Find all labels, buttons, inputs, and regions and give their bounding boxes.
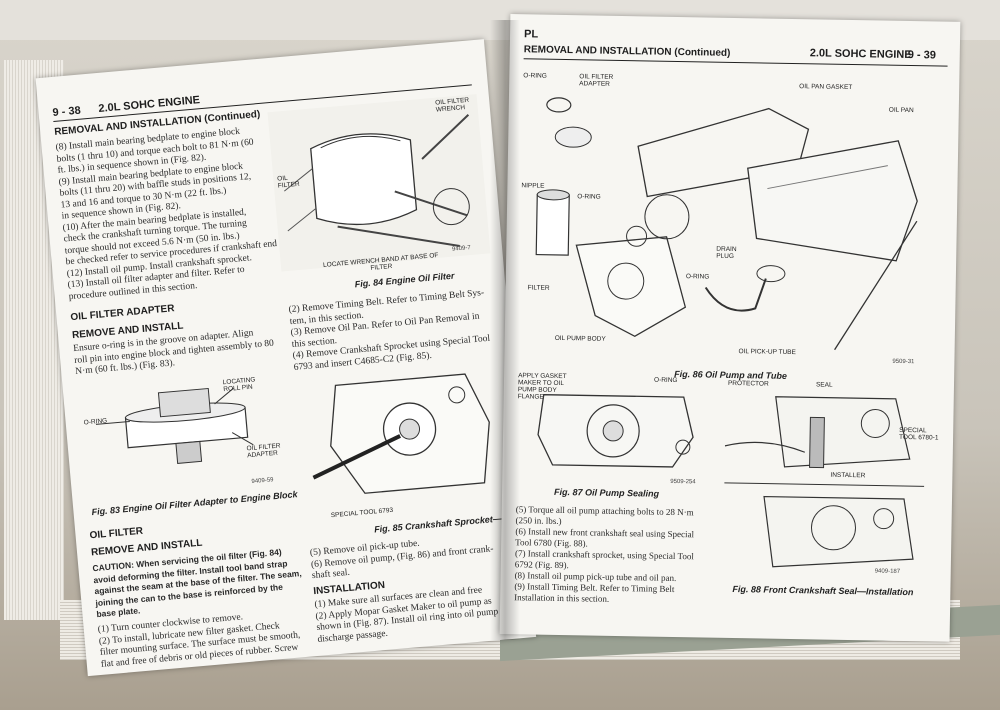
fig83-number: 9409-59 [251, 477, 274, 486]
fig88-label-seal: SEAL [815, 381, 833, 389]
fig86-label-pan: OIL PAN [888, 106, 914, 115]
left-page: 9 - 38 2.0L SOHC ENGINE REMOVAL AND INST… [35, 39, 537, 677]
fig86-label-pumpbody: OIL PUMP BODY [554, 334, 606, 343]
pl-tag: PL [523, 28, 539, 41]
page-number-left: 9 - 38 [52, 104, 82, 119]
running-head-right: 2.0L SOHC ENGINE [809, 47, 912, 62]
col2-text: (2) Remove Timing Belt. Refer to Timing … [288, 288, 491, 373]
fig86-label-nipple: NIPPLE [521, 182, 545, 190]
fig83-caption: Fig. 83 Engine Oil Filter Adapter to Eng… [91, 489, 298, 518]
section-title-right: REMOVAL AND INSTALLATION (Continued) [523, 44, 731, 59]
fig83-adapter-illustration [95, 387, 254, 464]
fig85-sprocket-illustration [312, 373, 490, 494]
right-page: PL 2.0L SOHC ENGINE 9 - 39 REMOVAL AND I… [499, 14, 961, 642]
page-number-right: 9 - 39 [907, 48, 936, 62]
fig84-label-filter: OIL FILTER [276, 174, 301, 190]
fig87-number: 9509-254 [670, 478, 696, 486]
heading-oil-filter-adapter: OIL FILTER ADAPTER [70, 303, 175, 324]
fig86-label-adapter: OIL FILTER ADAPTER [579, 73, 614, 88]
fig88-label-tool: SPECIAL TOOL 6780-1 [899, 426, 939, 442]
fig86-label-oring3: O-RING [685, 273, 710, 281]
fig86-label-drainplug: DRAIN PLUG [716, 245, 737, 260]
fig86-label-oring1: O-RING [523, 72, 547, 80]
fig87-label-oring: O-RING [653, 376, 678, 385]
book-gutter-shadow [490, 20, 520, 640]
fig88-caption: Fig. 88 Front Crankshaft Seal—Installati… [732, 584, 914, 598]
fig83-label-adapter: OIL FILTER ADAPTER [246, 442, 281, 460]
fig86-number: 9509-31 [892, 358, 915, 366]
fig87-caption: Fig. 87 Oil Pump Sealing [553, 486, 660, 499]
fig88-label-protector: PROTECTOR [727, 379, 769, 388]
fig86-label-pickup: OIL PICK-UP TUBE [738, 348, 796, 357]
fig88-seal-illustration [724, 396, 925, 568]
fig88-number: 9409-187 [874, 568, 901, 575]
col2-text-b: (5) Remove oil pick-up tube. (6) Remove … [309, 538, 494, 582]
install-steps-right: (5) Torque all oil pump attaching bolts … [514, 504, 695, 604]
heading-oil-filter: OIL FILTER [89, 525, 144, 542]
fig84-filter-illustration [267, 93, 491, 272]
fig86-label-gasket: OIL PAN GASKET [799, 83, 853, 92]
fig87-pump-sealing-illustration [537, 394, 694, 468]
fig86-oil-pump-illustration [535, 97, 918, 351]
fig88-label-installer: INSTALLER [830, 471, 866, 480]
fig87-label-gasketmaker: APPLY GASKET MAKER TO OIL PUMP BODY FLAN… [517, 372, 567, 401]
fig84-caption: Fig. 84 Engine Oil Filter [354, 270, 455, 290]
fig85-label-tool: SPECIAL TOOL 6793 [330, 506, 394, 520]
fig86-label-filter: FILTER [527, 284, 550, 292]
fig86-label-oring2: O-RING [577, 193, 601, 201]
